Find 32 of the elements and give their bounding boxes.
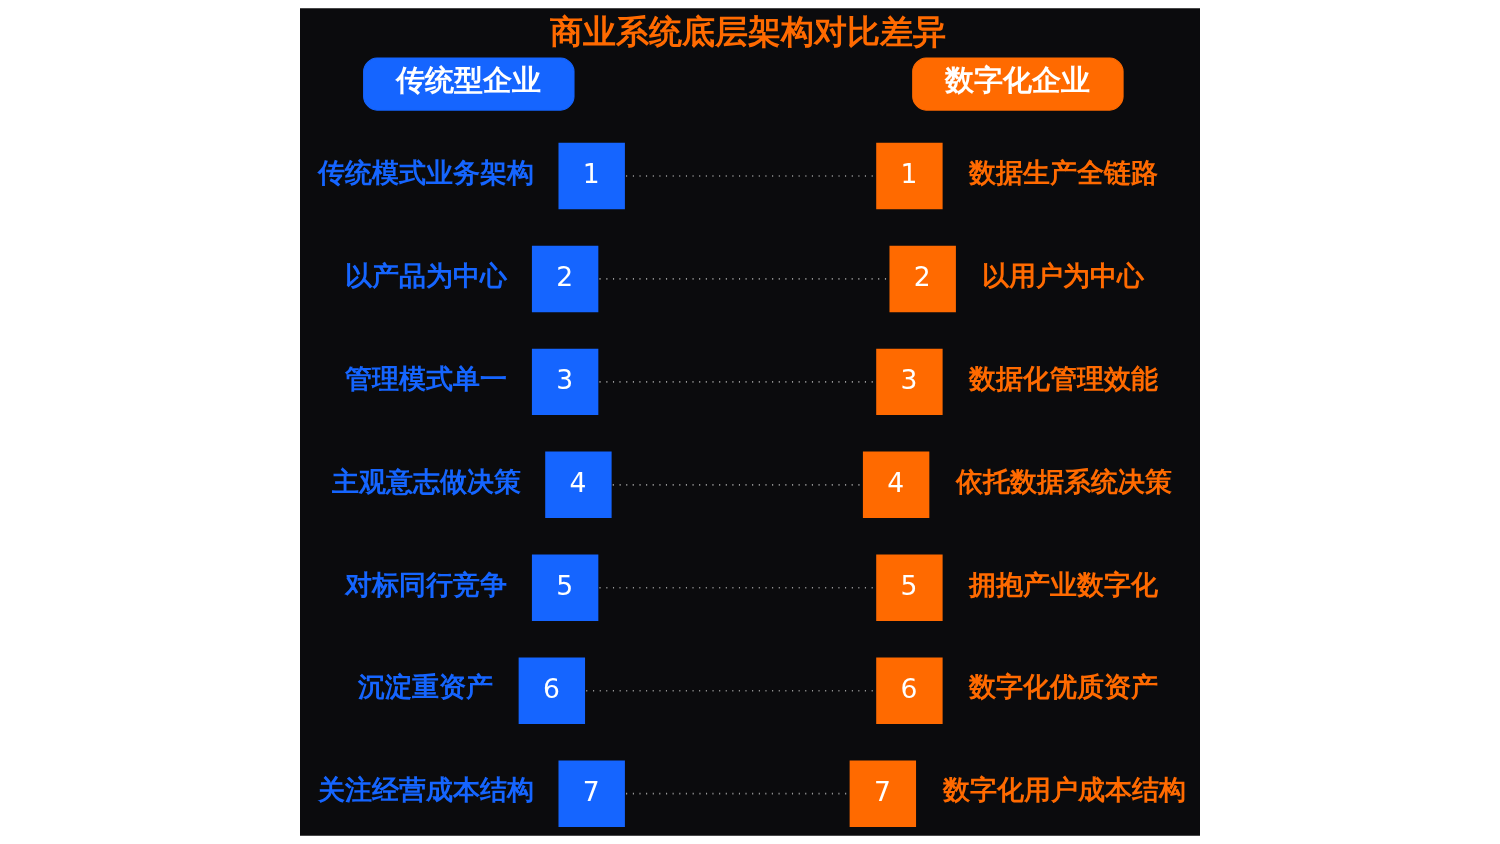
node-label: 数据化管理效能	[969, 362, 1159, 394]
connector	[611, 484, 863, 486]
node-label: 关注经营成本结构	[318, 774, 535, 806]
node-label: 数据生产全链路	[969, 156, 1159, 188]
node-box: 传统型企业	[363, 57, 575, 111]
node-box: 4	[545, 451, 612, 519]
node-box: 6	[518, 657, 586, 724]
node-box: 1	[876, 142, 943, 210]
node-label: 数字化用户成本结构	[942, 774, 1186, 806]
node-box: 3	[876, 348, 943, 416]
node-label: 沉淀重资产	[358, 671, 494, 703]
node-label: 依托数据系统决策	[955, 465, 1172, 497]
node-box: 6	[876, 657, 943, 724]
node-label: 对标同行竞争	[344, 568, 507, 600]
node-label: 以产品为中心	[344, 259, 507, 291]
node-label: 传统模式业务架构	[318, 156, 535, 188]
node-label: 拥抱产业数字化	[969, 568, 1159, 600]
node-box: 4	[862, 451, 930, 519]
node-box: 3	[531, 348, 599, 416]
node-box: 2	[531, 245, 599, 313]
node-label: 主观意志做决策	[331, 465, 521, 497]
node-box: 2	[889, 245, 956, 313]
node-box: 5	[876, 554, 943, 621]
node-box: 5	[531, 554, 599, 621]
node-label: 管理模式单一	[344, 362, 507, 394]
node-label: 以用户为中心	[982, 259, 1145, 291]
node-box: 7	[849, 760, 917, 827]
node-box: 数字化企业	[912, 57, 1124, 111]
node-label: 数字化优质资产	[969, 671, 1159, 703]
node-box: 7	[558, 760, 625, 827]
node-box: 1	[558, 142, 625, 210]
diagram-title: 商业系统底层架构对比差异	[550, 11, 947, 51]
